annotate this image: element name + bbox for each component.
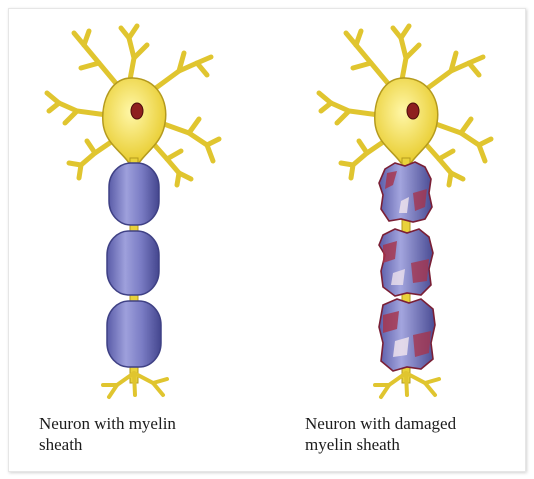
damaged-neuron-panel xyxy=(301,23,511,408)
damaged-caption-line1: Neuron with damaged xyxy=(305,413,456,434)
healthy-caption-line2: sheath xyxy=(39,434,176,455)
myelin-segment-3 xyxy=(107,301,161,367)
damaged-neuron-illustration xyxy=(301,23,511,408)
myelin-segment-1 xyxy=(109,163,159,225)
healthy-neuron-illustration xyxy=(29,23,239,408)
healthy-caption-line1: Neuron with myelin xyxy=(39,413,176,434)
damaged-myelin-segment-3 xyxy=(379,299,435,371)
diagram-frame: Neuron with myelin sheath xyxy=(8,8,526,472)
healthy-neuron-caption: Neuron with myelin sheath xyxy=(39,413,176,455)
damaged-neuron-caption: Neuron with damaged myelin sheath xyxy=(305,413,456,455)
myelin-segment-2 xyxy=(107,231,159,295)
axon-terminals xyxy=(375,373,439,397)
nucleus xyxy=(407,103,419,119)
healthy-neuron-panel xyxy=(29,23,239,408)
damaged-caption-line2: myelin sheath xyxy=(305,434,456,455)
nucleus xyxy=(131,103,143,119)
axon-terminals xyxy=(103,373,167,397)
damaged-myelin-segment-2 xyxy=(379,229,433,296)
damaged-myelin-segment-1 xyxy=(379,162,432,222)
